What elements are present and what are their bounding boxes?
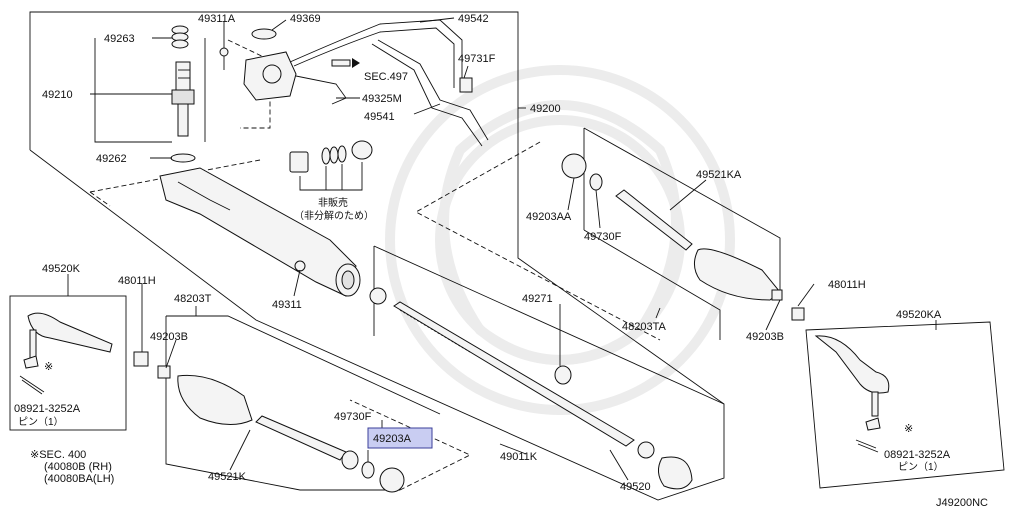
- label-49541[interactable]: 49541: [364, 111, 395, 123]
- part-labels: 49311A 49369 49542 49263 49731F SEC.497 …: [14, 13, 988, 509]
- label-48203T[interactable]: 48203T: [174, 293, 212, 305]
- label-49311A[interactable]: 49311A: [198, 13, 236, 25]
- label-49200[interactable]: 49200: [530, 103, 561, 115]
- label-48011H-left[interactable]: 48011H: [118, 275, 156, 287]
- label-pin-left: ピン（1）: [18, 416, 64, 428]
- label-48011H-right[interactable]: 48011H: [828, 279, 866, 291]
- label-not-sold-2: （非分解のため）: [294, 209, 374, 222]
- selected-part-highlight: [367, 427, 433, 449]
- label-49542[interactable]: 49542: [458, 13, 489, 25]
- label-49203B-left[interactable]: 49203B: [150, 331, 188, 343]
- tie-rod-end-left: [19, 312, 113, 395]
- label-49203A[interactable]: 49203A: [373, 433, 412, 445]
- rack-housing: [159, 167, 361, 297]
- label-49325M[interactable]: 49325M: [362, 93, 402, 105]
- label-49271[interactable]: 49271: [522, 293, 553, 305]
- leader-lines: [67, 17, 937, 481]
- right-boot-49203AA: [561, 153, 805, 321]
- label-49311[interactable]: 49311: [272, 299, 302, 311]
- label-49011K[interactable]: 49011K: [500, 451, 538, 463]
- label-49520[interactable]: 49520: [620, 481, 651, 493]
- label-sec400-rh: (40080B (RH): [44, 461, 112, 473]
- mark-left: ※: [44, 361, 53, 373]
- label-08921-right[interactable]: 08921-3252A: [884, 449, 951, 461]
- left-boot-box: [165, 315, 472, 491]
- spring-49263: [171, 25, 189, 49]
- label-49520KA[interactable]: 49520KA: [896, 309, 942, 321]
- label-pin-right: ピン（1）: [898, 461, 944, 473]
- pinion-49210: [171, 61, 195, 137]
- non-serviceable-parts: [289, 140, 373, 191]
- label-49521K[interactable]: 49521K: [208, 471, 247, 483]
- right-boot-box: [415, 127, 781, 341]
- label-sec400[interactable]: ※SEC. 400: [30, 449, 86, 461]
- label-49263[interactable]: 49263: [104, 33, 135, 45]
- label-not-sold-1: 非販売: [318, 196, 348, 209]
- tie-rod-end-right: [814, 335, 890, 453]
- label-49369[interactable]: 49369: [290, 13, 321, 25]
- label-49730F-bottom[interactable]: 49730F: [334, 411, 372, 423]
- pressure-lines: [289, 19, 489, 147]
- label-49210[interactable]: 49210: [42, 89, 73, 101]
- label-49520K[interactable]: 49520K: [42, 263, 81, 275]
- label-sec400-lh: (40080BA(LH): [44, 473, 114, 485]
- label-08921-left[interactable]: 08921-3252A: [14, 403, 81, 415]
- label-49203AA[interactable]: 49203AA: [526, 211, 572, 223]
- rack-49271: [369, 287, 655, 459]
- label-sec497[interactable]: SEC.497: [364, 71, 408, 83]
- seal-49262: [170, 153, 196, 163]
- label-48203TA[interactable]: 48203TA: [622, 321, 666, 333]
- right-tie-rod-end-box: [805, 321, 1005, 489]
- diagram-id: J49200NC: [936, 497, 988, 509]
- mark-right: ※: [904, 423, 913, 435]
- left-boot-49521K: [133, 351, 693, 493]
- label-49731F[interactable]: 49731F: [458, 53, 496, 65]
- label-49521KA[interactable]: 49521KA: [696, 169, 742, 181]
- label-49203B-right[interactable]: 49203B: [746, 331, 784, 343]
- valve-body: [219, 28, 297, 101]
- label-49262[interactable]: 49262: [96, 153, 127, 165]
- label-49730F-right[interactable]: 49730F: [584, 231, 622, 243]
